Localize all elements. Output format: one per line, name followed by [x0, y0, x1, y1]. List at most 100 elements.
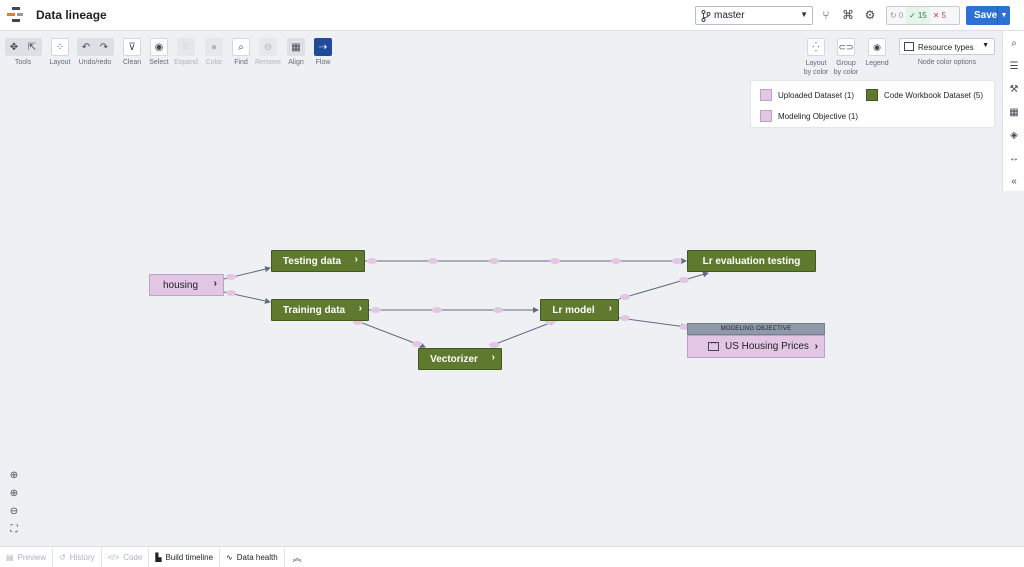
chevron-double-left-icon[interactable]: « [1011, 176, 1017, 187]
checks-summary[interactable]: ↻0 ✓15 ✕5 [886, 6, 960, 25]
chevron-right-icon[interactable]: › [354, 254, 358, 265]
modeling-objective-header: MODELING OBJECTIVE [687, 323, 825, 335]
tab-code[interactable]: </> Code [102, 547, 150, 567]
chevron-double-up-icon[interactable]: ︽ [292, 552, 302, 563]
resource-types-select[interactable]: Resource types ▼ [899, 38, 995, 55]
tool-flow[interactable]: ⇢ Flow [311, 38, 335, 66]
legend-button[interactable]: ◉ Legend [864, 38, 890, 68]
tool-label: Tools [14, 59, 32, 66]
edge-testing-lreval[interactable] [365, 258, 687, 264]
edge-lrmodel-lreval[interactable] [618, 271, 709, 300]
command-icon[interactable]: ⌘ [842, 8, 854, 22]
redo-icon[interactable]: ↷ [99, 41, 109, 53]
flow-icon: ⇢ [314, 38, 332, 56]
legend-swatch [760, 89, 772, 101]
table-icon: ▤ [6, 552, 14, 562]
chevron-right-icon[interactable]: › [213, 278, 217, 289]
crosshair-icon[interactable]: ⊕ [9, 470, 19, 481]
droplet-icon: ● [205, 38, 223, 56]
chevron-down-icon: ▼ [982, 42, 989, 49]
zoom-out-icon[interactable]: ⊖ [9, 506, 19, 517]
tool-color: ● Color [202, 38, 226, 66]
chart-icon: ⌒ [708, 342, 719, 351]
move-icon[interactable]: ✥ [9, 41, 19, 53]
dots-grid-icon: ⁛ [807, 38, 825, 56]
node-color-options-label: Node color options [917, 59, 977, 66]
checks-failed: ✕5 [932, 11, 946, 20]
close-icon: ✕ [932, 11, 940, 20]
legend-panel: Uploaded Dataset (1) Code Workbook Datas… [750, 80, 995, 128]
target-icon: ◉ [150, 38, 168, 56]
page-title: Data lineage [36, 8, 107, 22]
node-vectorizer[interactable]: Vectorizer › [418, 348, 502, 370]
node-lr-evaluation-testing[interactable]: Lr evaluation testing [687, 250, 816, 272]
legend-swatch [866, 89, 878, 101]
edge-training-vectorizer[interactable] [353, 319, 426, 349]
checks-neutral: ↻0 [890, 11, 904, 20]
code-icon: </> [107, 552, 120, 562]
legend-item: Uploaded Dataset (1) [760, 89, 854, 101]
top-bar: Data lineage master ▼ ⑂ ⌘ ⚙ ↻0 ✓15 ✕5 Sa… [0, 0, 1024, 31]
edge-lrmodel-objective[interactable] [618, 315, 690, 330]
tool-tools[interactable]: ✥ ⇱ Tools [4, 38, 42, 66]
gear-icon[interactable]: ⚙ [864, 8, 876, 22]
zoom-in-icon[interactable]: ⊕ [9, 488, 19, 499]
minus-circle-icon: ⊖ [259, 38, 277, 56]
fit-screen-icon[interactable]: ⛶ [10, 524, 18, 535]
checks-passed: ✓15 [906, 7, 930, 24]
tab-build-timeline[interactable]: ▙ Build timeline [149, 547, 221, 567]
pulse-icon: ∿ [226, 552, 233, 562]
refresh-icon: ↻ [890, 11, 897, 20]
zoom-find-icon: ⌕ [232, 38, 250, 56]
timeline-chart-icon: ▙ [155, 552, 162, 562]
node-training-data[interactable]: Training data › [271, 299, 369, 321]
branch-selector[interactable]: master ▼ [695, 6, 813, 25]
tab-history[interactable]: ↺ History [53, 547, 102, 567]
tab-data-health[interactable]: ∿ Data health [220, 547, 285, 567]
edge-vectorizer-lrmodel[interactable] [489, 319, 556, 348]
list-icon[interactable]: ☰ [1009, 61, 1019, 72]
chevron-right-icon[interactable]: › [358, 303, 362, 314]
zoom-controls: ⊕ ⊕ ⊖ ⛶ [4, 468, 24, 540]
tool-clean[interactable]: ⊽ Clean [120, 38, 144, 66]
chevron-right-icon[interactable]: › [608, 303, 612, 314]
arrows-horizontal-icon[interactable]: ↔ [1009, 153, 1019, 164]
undo-icon[interactable]: ↶ [81, 41, 91, 53]
search-icon[interactable]: ⌕ [1011, 38, 1017, 49]
legend-item: Modeling Objective (1) [760, 110, 858, 122]
bottom-tab-bar: ▤ Preview ↺ History </> Code ▙ Build tim… [0, 546, 1024, 567]
chevron-right-icon[interactable]: › [491, 352, 495, 363]
git-merge-icon[interactable]: ⑂ [822, 8, 830, 22]
shield-icon[interactable]: ◈ [1010, 130, 1018, 141]
tool-find[interactable]: ⌕ Find [229, 38, 253, 66]
group-by-color-button[interactable]: ⊂⊃ Group by color [833, 38, 859, 77]
node-housing[interactable]: housing › [149, 274, 224, 296]
tool-undo-redo[interactable]: ↶ ↷ Undo/redo [76, 38, 114, 66]
grid-icon: ▦ [287, 38, 305, 56]
right-sidebar: ⌕ ☰ ⚒ ▦ ◈ ↔ « [1002, 31, 1024, 191]
chevron-down-icon[interactable]: ▼ [997, 6, 1010, 25]
legend-swatch [760, 110, 772, 122]
calendar-icon[interactable]: ▦ [1009, 107, 1019, 118]
layout-by-color-button[interactable]: ⁛ Layout by color [803, 38, 829, 77]
edge-housing-testing[interactable] [223, 266, 271, 280]
lineage-app-icon [7, 7, 23, 22]
chevron-right-icon[interactable]: › [814, 341, 818, 352]
tool-select[interactable]: ◉ Select [147, 38, 171, 66]
save-button[interactable]: Save ▼ [966, 6, 1010, 25]
tab-preview[interactable]: ▤ Preview [0, 547, 54, 567]
tool-expand: ⁙ Expand [174, 38, 198, 66]
hammer-icon[interactable]: ⚒ [1009, 84, 1019, 95]
tool-align[interactable]: ▦ Align [284, 38, 308, 66]
edge-training-lrmodel[interactable] [369, 307, 539, 313]
tool-layout[interactable]: ⁘ Layout [48, 38, 72, 66]
history-icon: ↺ [59, 552, 66, 562]
node-us-housing-prices[interactable]: ⌒ US Housing Prices › [687, 335, 825, 358]
save-label: Save [974, 10, 998, 21]
node-lr-model[interactable]: Lr model › [540, 299, 619, 321]
chevron-down-icon: ▼ [800, 10, 808, 19]
edge-housing-training[interactable] [223, 290, 271, 304]
select-arrow-icon[interactable]: ⇱ [27, 41, 37, 53]
node-testing-data[interactable]: Testing data › [271, 250, 365, 272]
legend-item: Code Workbook Dataset (5) [866, 89, 983, 101]
